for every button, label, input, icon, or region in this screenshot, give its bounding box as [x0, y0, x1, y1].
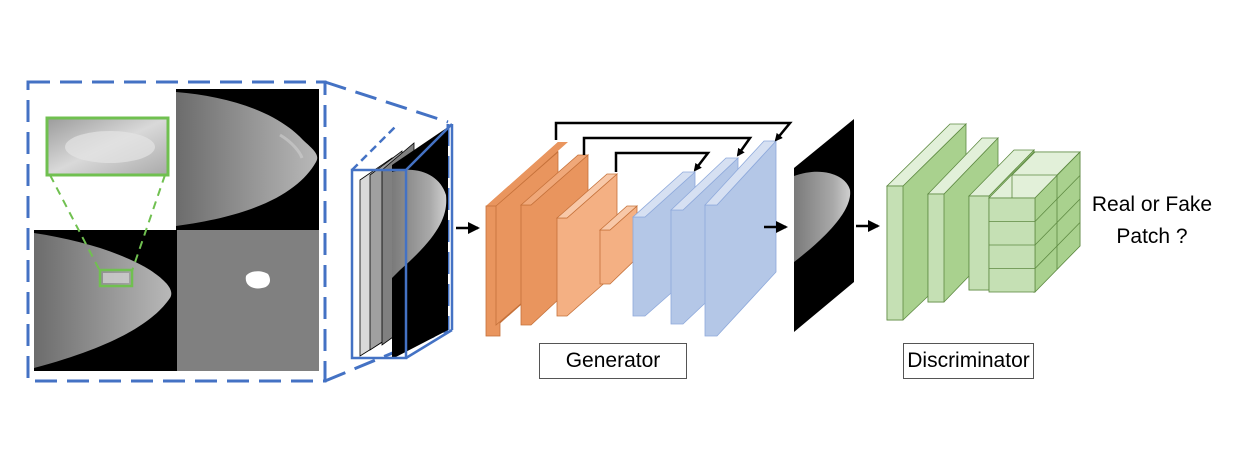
- skip-connections: [554, 121, 793, 172]
- mammogram-with-roi: [34, 230, 177, 371]
- output-text-line1: Real or Fake: [1091, 193, 1213, 216]
- image-stack-icon: [350, 123, 454, 360]
- discriminator-label: Discriminator: [903, 343, 1034, 379]
- decoder-layer-3: [704, 139, 777, 337]
- roi-box: [98, 268, 134, 288]
- output-text-line2: Patch ?: [1116, 225, 1188, 248]
- patch-grid: [988, 151, 1081, 293]
- lesion-mask: [245, 271, 270, 289]
- generator-network: [485, 121, 793, 337]
- mammogram-patch-icon: [794, 119, 854, 332]
- zoomed-roi: [45, 116, 170, 177]
- mammogram-quad-icon: [176, 89, 319, 230]
- input-panel: [26, 80, 327, 383]
- discriminator-network: [886, 123, 1081, 321]
- generator-label: Generator: [539, 343, 687, 379]
- input-frame: [26, 80, 327, 383]
- mask-panel: [177, 230, 319, 371]
